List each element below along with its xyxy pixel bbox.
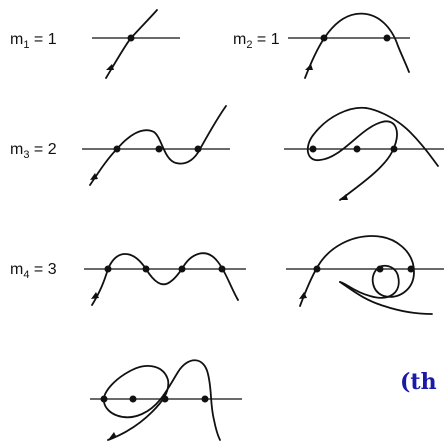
crossing-point	[194, 145, 202, 153]
crossing-point	[353, 145, 361, 153]
curve	[89, 105, 227, 186]
arrowhead-icon	[90, 173, 98, 180]
crossing-point	[309, 145, 317, 153]
arrowhead-icon	[299, 292, 307, 299]
crossing-point	[178, 265, 186, 273]
svg-text:m1 = 1: m1 = 1	[10, 31, 57, 51]
label-m3: m3 = 2	[10, 141, 57, 161]
svg-text:m4 = 3: m4 = 3	[10, 261, 57, 281]
crossing-point	[320, 34, 328, 42]
caption-text: (th	[400, 369, 437, 395]
crossing-point	[129, 395, 137, 403]
crossing-point	[407, 265, 415, 273]
curve	[91, 252, 239, 306]
arrowhead-icon	[108, 432, 116, 440]
curve-tail	[339, 281, 433, 315]
svg-text:m3 = 2: m3 = 2	[10, 141, 57, 161]
svg-text:m2 = 1: m2 = 1	[233, 31, 280, 51]
crossing-point	[104, 265, 112, 273]
arrowhead-icon	[91, 292, 99, 299]
panel-folded-s-curve	[284, 106, 444, 201]
curve-tail	[365, 107, 439, 167]
panel-m3-wave	[82, 105, 230, 186]
panel-loop-bottom	[90, 359, 242, 441]
crossing-point	[161, 395, 169, 403]
label-m2: m2 = 1	[233, 31, 280, 51]
crossing-point	[383, 34, 391, 42]
crossing-point	[376, 265, 384, 273]
crossing-point	[218, 265, 226, 273]
panel-m4-double-hump	[84, 252, 246, 306]
panel-m1-single-crossing	[92, 9, 180, 79]
label-m4: m4 = 3	[10, 261, 57, 281]
curve	[105, 9, 158, 79]
curve	[299, 235, 415, 307]
crossing-point	[100, 395, 108, 403]
crossing-point	[155, 145, 163, 153]
crossing-point	[127, 34, 135, 42]
crossing-point	[313, 265, 321, 273]
curve	[304, 12, 410, 79]
curve	[306, 106, 398, 201]
crossing-point	[390, 145, 398, 153]
crossing-point	[201, 395, 209, 403]
panel-spiral	[286, 235, 444, 315]
crossing-point	[113, 145, 121, 153]
arrowhead-icon	[340, 194, 348, 200]
crossing-point	[142, 265, 150, 273]
label-m1: m1 = 1	[10, 31, 57, 51]
arrowhead-icon	[106, 64, 114, 70]
panel-m2-arch	[288, 12, 410, 79]
arrowhead-icon	[305, 64, 313, 70]
